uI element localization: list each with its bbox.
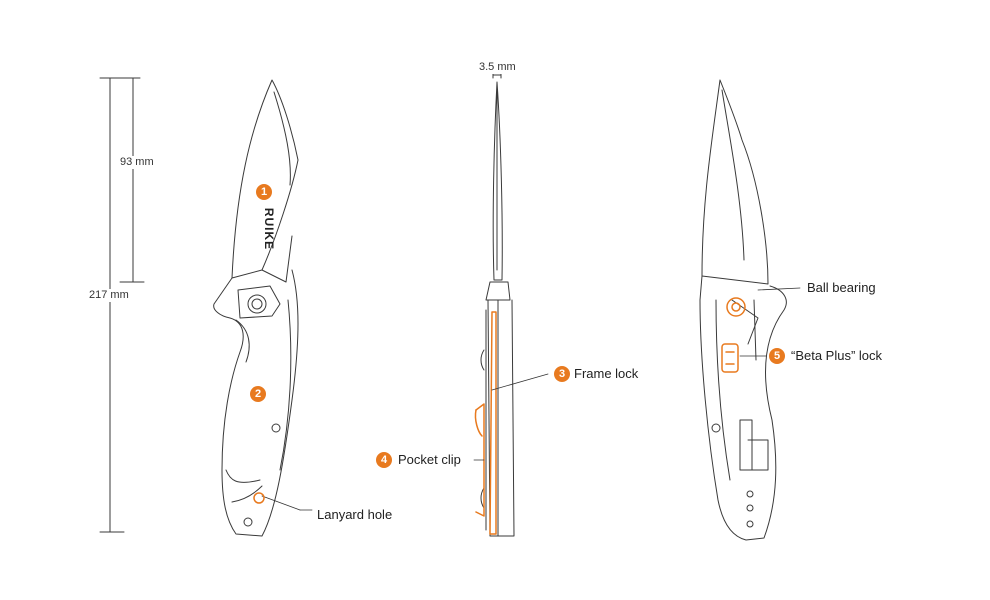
knife-left-view bbox=[213, 79, 299, 537]
pocket-clip-label: Pocket clip bbox=[398, 452, 461, 467]
callout-marker-2: 2 bbox=[250, 386, 266, 402]
beta-plus-lock-label: “Beta Plus” lock bbox=[791, 348, 883, 363]
beta-plus-lock-highlight bbox=[721, 343, 739, 373]
dimension-lines bbox=[99, 77, 145, 533]
frame-lock-label: Frame lock bbox=[574, 366, 639, 381]
brand-mark: RUIKE bbox=[262, 207, 277, 251]
callout-marker-1: 1 bbox=[256, 184, 272, 200]
callout-marker-3: 3 bbox=[554, 366, 570, 382]
leader-lines bbox=[261, 287, 801, 511]
ball-bearing-highlight bbox=[726, 297, 746, 317]
callout-marker-4: 4 bbox=[376, 452, 392, 468]
lanyard-hole-marker bbox=[253, 492, 265, 504]
knife-right-view bbox=[699, 79, 787, 541]
lanyard-hole-label: Lanyard hole bbox=[317, 507, 393, 522]
overall-length-label: 217 mm bbox=[89, 289, 129, 302]
ball-bearing-label: Ball bearing bbox=[807, 280, 876, 295]
callout-marker-5: 5 bbox=[769, 348, 785, 364]
blade-length-label: 93 mm bbox=[120, 156, 154, 169]
knife-middle-view bbox=[480, 71, 515, 537]
blade-thickness-label: 3.5 mm bbox=[479, 61, 516, 74]
